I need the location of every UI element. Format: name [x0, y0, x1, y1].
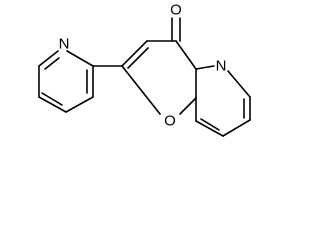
bond — [121, 65, 161, 115]
bond — [200, 118, 220, 131]
bond — [227, 70, 251, 98]
bond — [179, 97, 197, 115]
atom-label-pyridine-nitrogen: N — [59, 36, 70, 53]
bond — [44, 57, 60, 70]
pyridine-ring — [38, 50, 94, 113]
chemical-structure: N N O O — [38, 2, 251, 137]
fused-pyridine-ring — [195, 65, 251, 137]
bond — [195, 65, 215, 70]
atom-label-carbonyl-oxygen: O — [170, 2, 182, 19]
atom-label-ring-oxygen: O — [164, 113, 176, 130]
bond — [65, 96, 94, 113]
bond — [222, 119, 251, 137]
bond — [41, 92, 63, 106]
bond — [127, 47, 149, 69]
bond — [175, 40, 197, 70]
bond — [121, 40, 148, 67]
bond — [195, 120, 224, 137]
bond — [66, 50, 94, 67]
atom-label-ring-nitrogen: N — [216, 58, 227, 75]
bond — [38, 96, 67, 113]
pyranone-ring — [121, 40, 197, 115]
bond — [38, 50, 59, 67]
